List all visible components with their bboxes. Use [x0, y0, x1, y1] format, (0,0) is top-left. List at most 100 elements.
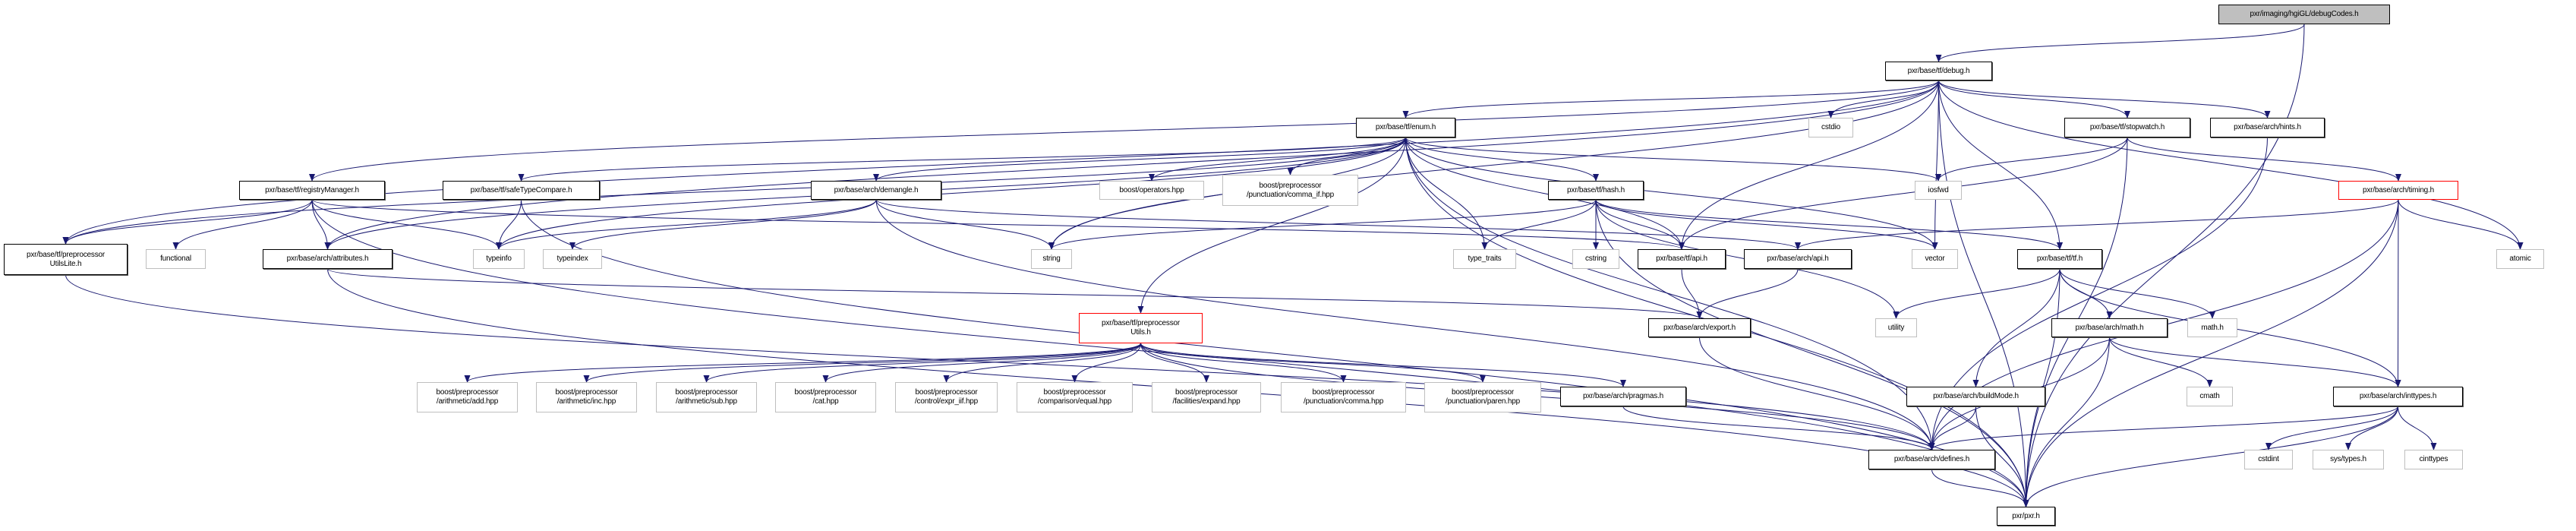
node-cat: boost/preprocessor /cat.hpp	[775, 382, 876, 412]
node-pragmas[interactable]: pxr/base/arch/pragmas.h	[1560, 387, 1686, 406]
edge-ppUtils-to-comma	[1140, 343, 1347, 383]
edge-enum-to-typeinfo	[496, 137, 1406, 250]
node-functional: functional	[146, 249, 206, 269]
edge-debug-to-pxr	[1938, 80, 2029, 507]
edge-registry-to-functional	[172, 199, 313, 250]
edge-registry-to-tfApi	[311, 199, 1685, 250]
edge-ppLite-to-defines	[65, 274, 1935, 450]
node-systypes: sys/types.h	[2313, 450, 2384, 469]
edge-debug-to-attributes	[324, 80, 1939, 250]
edge-debug-to-stopwatch	[1938, 80, 2130, 119]
edge-hash-to-pxr	[1595, 199, 2029, 507]
node-hints[interactable]: pxr/base/arch/hints.h	[2210, 118, 2325, 137]
edge-debugCodes-to-pxr	[2023, 24, 2305, 507]
edge-inttypes-to-cinttypes	[2398, 406, 2437, 450]
edge-enum-to-safeType	[518, 137, 1406, 182]
edge-ppUtils-to-exprIif	[943, 343, 1141, 383]
node-expr-iif: boost/preprocessor /control/expr_iif.hpp	[895, 382, 998, 412]
node-tf[interactable]: pxr/base/tf/tf.h	[2017, 249, 2102, 269]
node-atomic: atomic	[2496, 249, 2544, 269]
edge-ppUtils-to-equal	[1071, 343, 1141, 383]
edge-safeType-to-typeinfo	[496, 199, 522, 250]
node-typeinfo: typeinfo	[473, 249, 525, 269]
edge-tf-to-buildMode	[1972, 268, 2060, 387]
edge-ppUtils-to-add	[464, 343, 1141, 383]
node-cstring: cstring	[1572, 249, 1619, 269]
node-build-mode[interactable]: pxr/base/arch/buildMode.h	[1906, 387, 2045, 406]
node-operators: boost/operators.hpp	[1099, 181, 1204, 200]
edge-demangle-to-typeindex	[569, 199, 877, 250]
node-add: boost/preprocessor /arithmetic/add.hpp	[417, 382, 518, 412]
edge-enum-to-defines	[1405, 137, 1935, 450]
node-enum[interactable]: pxr/base/tf/enum.h	[1356, 118, 1455, 137]
edge-ppUtils-to-inc	[583, 343, 1141, 383]
edge-timing-to-pxr	[2023, 199, 2399, 507]
edge-buildMode-to-pxr	[1975, 406, 2029, 507]
edge-stopwatch-to-iosfwd	[1935, 137, 2128, 182]
edge-debug-to-enum	[1402, 80, 1939, 119]
edge-hash-to-string	[1048, 199, 1597, 250]
node-attributes[interactable]: pxr/base/arch/attributes.h	[263, 249, 393, 269]
node-pxr[interactable]: pxr/pxr.h	[1997, 507, 2055, 526]
node-safe-type[interactable]: pxr/base/tf/safeTypeCompare.h	[443, 181, 600, 200]
edge-enum-to-iosfwd	[1405, 137, 1941, 182]
node-demangle[interactable]: pxr/base/arch/demangle.h	[811, 181, 941, 200]
edge-attributes-to-export	[327, 268, 1702, 319]
node-pp-lite[interactable]: pxr/base/tf/preprocessor UtilsLite.h	[4, 244, 128, 275]
node-comma: boost/preprocessor /punctuation/comma.hp…	[1281, 382, 1406, 412]
edge-enum-to-operators	[1149, 137, 1406, 182]
node-timing[interactable]: pxr/base/arch/timing.h	[2338, 181, 2458, 200]
edge-enum-to-ppUtils	[1137, 137, 1406, 314]
node-cstdint: cstdint	[2244, 450, 2293, 469]
edge-demangle-to-typeinfo	[496, 199, 877, 250]
node-tf-api[interactable]: pxr/base/tf/api.h	[1638, 249, 1726, 269]
node-inc: boost/preprocessor /arithmetic/inc.hpp	[536, 382, 637, 412]
node-type-traits: type_traits	[1453, 249, 1516, 269]
edge-archMath-to-inttypes	[2109, 337, 2401, 387]
node-pp-utils[interactable]: pxr/base/tf/preprocessor Utils.h	[1079, 313, 1203, 343]
edge-ppUtils-to-pragmas	[1140, 343, 1626, 387]
edge-archMath-to-cmath	[2109, 337, 2213, 387]
node-registry[interactable]: pxr/base/tf/registryManager.h	[239, 181, 385, 200]
edge-demangle-to-string	[875, 199, 1055, 250]
edge-inttypes-to-defines	[1928, 406, 2398, 450]
edge-enum-to-demangle	[873, 137, 1406, 182]
edge-timing-to-inttypes	[2395, 199, 2401, 387]
node-arch-math[interactable]: pxr/base/arch/math.h	[2051, 318, 2168, 337]
node-export[interactable]: pxr/base/arch/export.h	[1648, 318, 1751, 337]
node-inttypes[interactable]: pxr/base/arch/inttypes.h	[2333, 387, 2463, 406]
edge-enum-to-ppLite	[62, 137, 1406, 245]
node-vector: vector	[1912, 249, 1958, 269]
edge-debug-to-vector	[1931, 80, 1939, 250]
edge-hash-to-tf	[1595, 199, 2063, 250]
edge-ppUtils-to-sub	[703, 343, 1141, 383]
node-debug[interactable]: pxr/base/tf/debug.h	[1885, 62, 1992, 81]
edge-stopwatch-to-timing	[2127, 137, 2401, 182]
node-expand: boost/preprocessor /facilities/expand.hp…	[1152, 382, 1261, 412]
edge-ppUtils-to-paren	[1140, 343, 1486, 383]
edge-export-to-defines	[1699, 337, 1935, 450]
edge-inttypes-to-cstdint	[2265, 406, 2398, 450]
node-defines[interactable]: pxr/base/arch/defines.h	[1868, 450, 1995, 469]
edge-stopwatch-to-tfApi	[1679, 137, 2128, 250]
edge-archMath-to-pxr	[2023, 337, 2110, 507]
node-arch-api[interactable]: pxr/base/arch/api.h	[1744, 249, 1852, 269]
edge-inttypes-to-pxr	[2023, 406, 2398, 507]
edge-tf-to-mathh	[2059, 268, 2215, 319]
node-debug-codes[interactable]: pxr/imaging/hgiGL/debugCodes.h	[2218, 5, 2390, 24]
edge-inttypes-to-systypes	[2345, 406, 2398, 450]
edge-enum-to-commaIf	[1287, 137, 1406, 175]
edge-debug-to-cstdio	[1827, 80, 1939, 119]
node-equal: boost/preprocessor /comparison/equal.hpp	[1017, 382, 1133, 412]
node-stopwatch[interactable]: pxr/base/tf/stopwatch.h	[2064, 118, 2190, 137]
edge-registry-to-ppLite	[62, 199, 313, 245]
edge-timing-to-atomic	[2398, 199, 2524, 250]
node-iosfwd: iosfwd	[1915, 181, 1962, 200]
edge-ppUtils-to-expand	[1140, 343, 1209, 383]
edge-debug-to-ppLite	[62, 80, 1939, 245]
node-mathh: math.h	[2187, 318, 2237, 337]
node-paren: boost/preprocessor /punctuation/paren.hp…	[1424, 382, 1541, 412]
edge-timing-to-archApi	[1795, 199, 2399, 250]
edge-ppUtils-to-cat	[822, 343, 1141, 383]
node-hash[interactable]: pxr/base/tf/hash.h	[1548, 181, 1644, 200]
